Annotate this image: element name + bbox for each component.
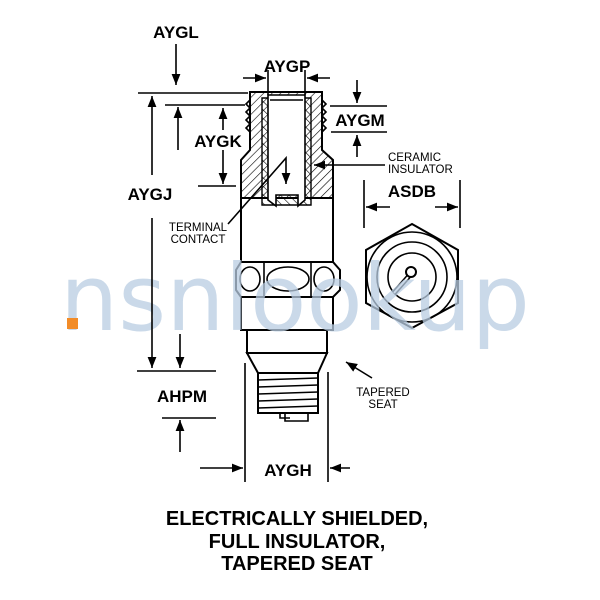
caption-line2: FULL INSULATOR, [209, 531, 386, 553]
callout-terminal-contact-line2: CONTACT [171, 234, 226, 246]
caption-line1: ELECTRICALLY SHIELDED, [166, 508, 428, 530]
spark-plug-end-view [365, 222, 459, 330]
dim-label-asdb: ASDB [388, 182, 436, 201]
dim-label-aygl: AYGL [153, 23, 199, 42]
dim-label-aygp: AYGP [264, 57, 311, 76]
callout-ceramic-insulator-line2: INSULATOR [388, 164, 453, 176]
callout-ceramic-insulator-line1: CERAMIC [388, 152, 441, 164]
watermark: nsnlookup [60, 245, 530, 352]
nut-facet [239, 266, 261, 292]
dim-label-aygm: AYGM [335, 111, 384, 130]
spark-plug-side-view [235, 91, 341, 422]
caption-line3: TAPERED SEAT [221, 553, 373, 575]
dim-label-aygj: AYGJ [128, 185, 173, 204]
callout-terminal-contact-line1: TERMINAL [169, 222, 228, 234]
watermark-text: nsnlookup [60, 245, 530, 352]
dim-label-aygh: AYGH [264, 461, 312, 480]
dim-label-ahpm: AHPM [157, 387, 207, 406]
dim-label-aygk: AYGK [194, 132, 242, 151]
watermark-dot [67, 318, 78, 329]
nut-facet [266, 266, 310, 292]
nut-facet [313, 266, 335, 292]
dimension-lines [137, 44, 461, 482]
callout-tapered-seat-line2: SEAT [368, 399, 397, 411]
callout-tapered-seat-line1: TAPERED [356, 387, 409, 399]
